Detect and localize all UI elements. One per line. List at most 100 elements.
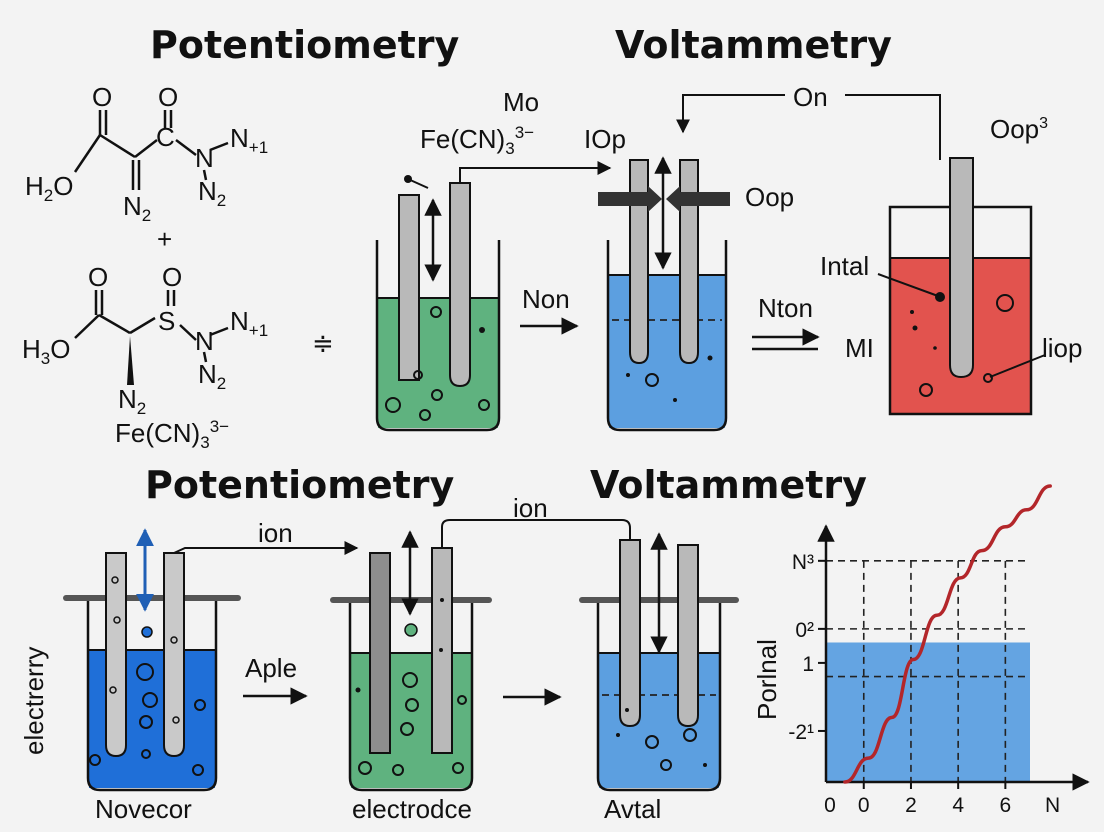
- electrode: [449, 182, 471, 388]
- chart-x-tick-label: 6: [1000, 794, 1012, 817]
- bubble: [983, 373, 993, 383]
- bubble: [430, 306, 442, 318]
- bubble: [910, 310, 914, 314]
- bubble: [439, 648, 443, 652]
- plus-sign: +: [157, 224, 172, 254]
- bubble: [419, 409, 431, 421]
- bubble: [170, 636, 178, 644]
- bubble: [919, 383, 933, 397]
- title-bottom-left: Potentiometry: [145, 463, 455, 507]
- chart-y-tick-label: N³: [792, 551, 814, 574]
- chart-grid: [826, 560, 1030, 782]
- bubble: [358, 761, 372, 775]
- bubble: [113, 616, 121, 624]
- wedge-bond: [127, 336, 134, 385]
- chart-x-tick-label: 2: [905, 794, 917, 817]
- bubble: [933, 346, 937, 350]
- chem-n2-bottom: N2: [123, 191, 151, 225]
- chem-s: S: [158, 306, 175, 336]
- label-ferricyanide-top: Fe(CN)33−: [420, 123, 534, 158]
- bubble: [996, 294, 1014, 312]
- label-mi: MI: [845, 333, 874, 363]
- label-mo: Mo: [503, 87, 539, 117]
- dark-arrow: [666, 186, 730, 212]
- beaker-blue-bottom: [579, 532, 739, 792]
- beaker-red-top: [877, 157, 1046, 416]
- chem-n2: N2: [198, 176, 226, 210]
- bubble: [626, 373, 630, 377]
- chem-o: O: [88, 262, 108, 292]
- bubble: [111, 576, 119, 584]
- connector-line: [845, 94, 941, 160]
- chem-o: O: [158, 82, 178, 112]
- label-non: Non: [522, 284, 570, 314]
- chem-h2o: H2O: [25, 171, 73, 205]
- chem-n-plus1: N+1: [230, 306, 268, 340]
- bubble: [136, 663, 154, 681]
- molecule-2: [74, 290, 229, 363]
- bubble: [660, 759, 672, 771]
- bubble: [645, 735, 659, 749]
- beaker-darkblue-bottom: [63, 528, 359, 792]
- bubble: [683, 728, 697, 742]
- beaker-green-top: [375, 161, 612, 432]
- electrode: [629, 159, 649, 365]
- label-oop3: Oop3: [990, 114, 1048, 144]
- chem-n2: N2: [198, 359, 226, 393]
- label-avtal: Avtal: [604, 794, 661, 824]
- connector-line: [676, 94, 785, 134]
- chart-x-tick-label: 0: [824, 794, 836, 817]
- bubble: [355, 687, 361, 693]
- molecule-1: [73, 110, 229, 190]
- chem-c: C: [156, 122, 175, 152]
- bubble: [440, 598, 444, 602]
- label-aple: Aple: [245, 653, 297, 683]
- bubble: [413, 370, 423, 380]
- electrode: [398, 194, 420, 381]
- beaker-blue-top: [598, 156, 730, 432]
- bubble: [142, 692, 158, 708]
- chart-y-tick-label: 0²: [795, 619, 814, 642]
- bubble: [912, 325, 918, 331]
- chem-n-plus1: N+1: [230, 123, 268, 157]
- bubble: [645, 373, 659, 387]
- bubble: [139, 715, 153, 729]
- label-oop: Oop: [745, 182, 794, 212]
- bubble: [172, 716, 180, 724]
- bubble: [89, 754, 101, 766]
- bubble: [431, 389, 443, 401]
- bubble: [479, 327, 485, 333]
- label-nton: Nton: [758, 293, 813, 323]
- chart-y-tick-label: -2¹: [788, 721, 814, 744]
- bubble: [478, 399, 490, 411]
- connector-line: [173, 541, 359, 555]
- label-novecor: Novecor: [95, 794, 192, 824]
- electrode: [949, 157, 974, 379]
- bubble: [673, 398, 677, 402]
- bubble: [703, 763, 707, 767]
- bubble: [192, 764, 204, 776]
- chem-n: N: [195, 143, 214, 173]
- label-intal: Intal: [820, 251, 869, 281]
- chem-o: O: [162, 262, 182, 292]
- bubble: [452, 762, 464, 774]
- electrode: [105, 552, 127, 758]
- label-on: On: [793, 82, 828, 112]
- chart-series-line: [843, 484, 1052, 784]
- chart-x-tick-label: 4: [952, 794, 964, 817]
- bubble: [385, 397, 401, 413]
- chem-o: O: [92, 82, 112, 112]
- bubble: [625, 708, 629, 712]
- label-iop: IOp: [584, 124, 626, 154]
- chart-band: [826, 642, 1030, 782]
- chem-h3o: H3O: [22, 334, 70, 368]
- electrode: [679, 159, 699, 365]
- connector-line: [459, 161, 612, 183]
- beaker-green-bottom: [330, 519, 631, 792]
- bubble: [141, 749, 151, 759]
- ferricyanide-label: Fe(CN)33−: [115, 417, 229, 452]
- label-ion-right: ion: [513, 493, 548, 523]
- title-top-right: Voltammetry: [615, 23, 892, 67]
